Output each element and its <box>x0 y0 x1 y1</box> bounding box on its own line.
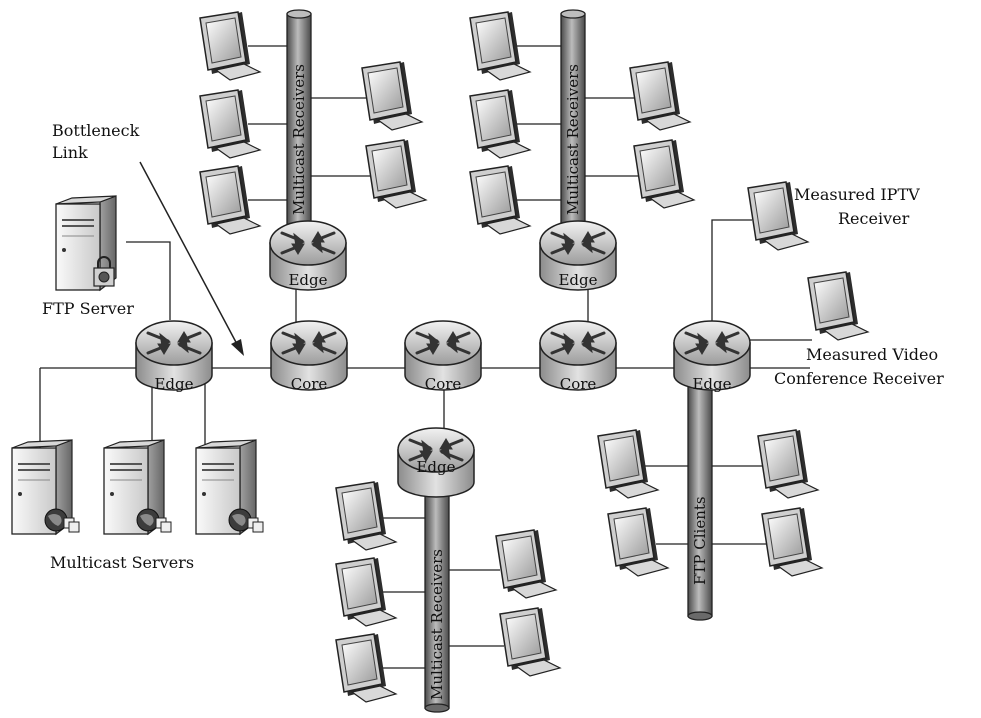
bus-top-right: Multicast Receivers <box>561 10 585 234</box>
router-edge-top-right: Edge <box>540 221 616 290</box>
bus-ftp-clients: FTP Clients <box>688 380 712 620</box>
multicast-server-3 <box>196 440 263 534</box>
globe-icon <box>45 509 79 532</box>
monitor-icon <box>758 430 818 498</box>
bottleneck-label-line1: Bottleneck <box>52 121 140 140</box>
router-label: Core <box>291 375 328 393</box>
router-label: Edge <box>154 375 193 393</box>
router-edge-left: Edge <box>136 321 212 393</box>
multicast-server-2 <box>104 440 171 534</box>
globe-icon <box>137 509 171 532</box>
router-edge-top-left: Edge <box>270 221 346 290</box>
bus-label-ftp-clients: FTP Clients <box>691 496 709 585</box>
router-label: Core <box>560 375 597 393</box>
router-core-3: Core <box>540 321 616 393</box>
bus-label-top-left: Multicast Receivers <box>290 64 308 215</box>
ftp-server <box>56 196 116 290</box>
iptv-label-line1: Measured IPTV <box>794 185 920 204</box>
monitor-icon <box>500 608 560 676</box>
monitor-icon <box>762 508 822 576</box>
video-label-line2: Conference Receiver <box>774 369 944 388</box>
video-label-line1: Measured Video <box>806 345 938 364</box>
router-core-1: Core <box>271 321 347 393</box>
bus-bottom: Multicast Receivers <box>425 480 449 712</box>
globe-icon <box>229 509 263 532</box>
router-label: Core <box>425 375 462 393</box>
bus-label-top-right: Multicast Receivers <box>564 64 582 215</box>
iptv-label-line2: Receiver <box>838 209 910 228</box>
monitor-icon <box>336 482 396 550</box>
monitor-icon <box>362 62 422 130</box>
monitor-icon <box>634 140 694 208</box>
router-label: Edge <box>692 375 731 393</box>
monitor-icon <box>608 508 668 576</box>
router-label: Edge <box>288 271 327 289</box>
monitor-icon <box>496 530 556 598</box>
monitor-icon <box>630 62 690 130</box>
router-edge-right: Edge <box>674 321 750 393</box>
router-label: Edge <box>558 271 597 289</box>
router-label: Edge <box>416 458 455 476</box>
monitor-icon <box>598 430 658 498</box>
router-core-2: Core <box>405 321 481 393</box>
router-edge-bottom: Edge <box>398 428 474 497</box>
bus-top-left: Multicast Receivers <box>287 10 311 234</box>
monitor-icon <box>366 140 426 208</box>
multicast-servers-label: Multicast Servers <box>50 553 194 572</box>
bus-label-bottom: Multicast Receivers <box>428 549 446 700</box>
bottleneck-label-line2: Link <box>52 143 88 162</box>
multicast-server-1 <box>12 440 79 534</box>
monitor-icon-measured-video <box>808 272 868 340</box>
ftp-server-label: FTP Server <box>42 299 134 318</box>
